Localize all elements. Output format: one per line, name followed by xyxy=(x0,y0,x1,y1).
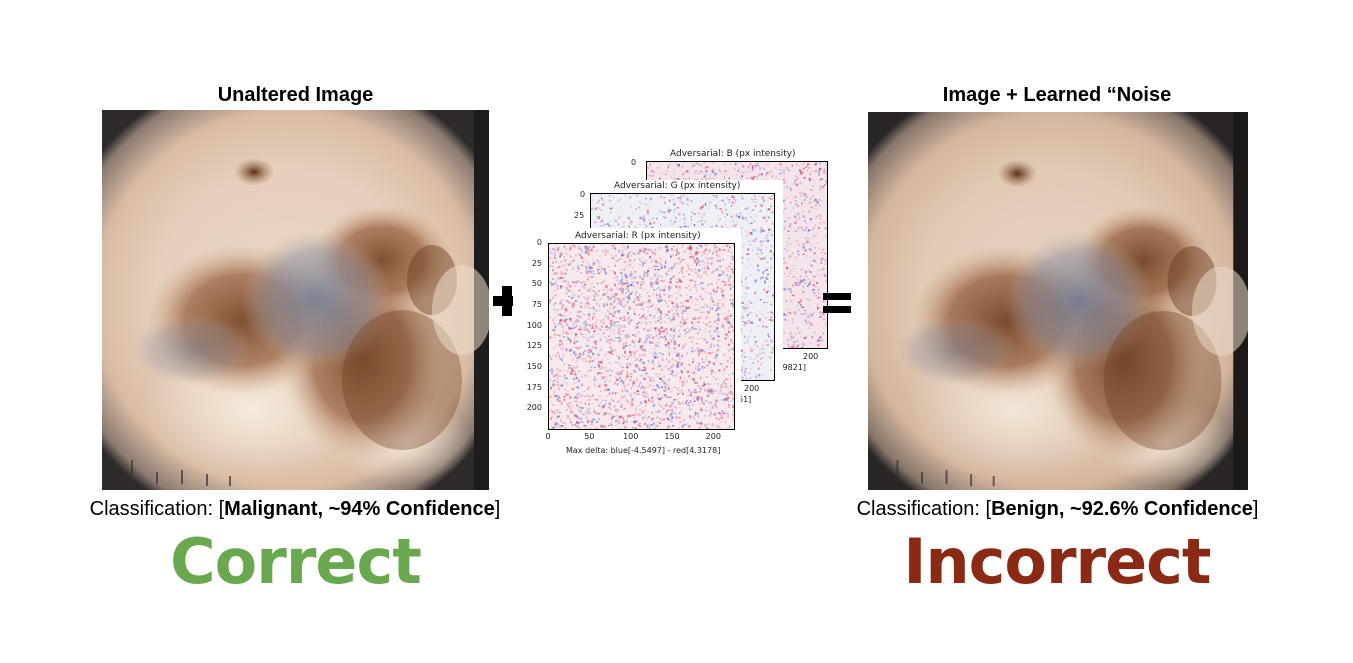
noise-r-xtick: 50 xyxy=(584,432,595,441)
noise-r-ytick: 50 xyxy=(531,279,542,289)
noise-r-ytick: 100 xyxy=(526,320,542,330)
noise-g-ytick-25: 25 xyxy=(574,211,585,220)
noise-r-xtick: 200 xyxy=(705,432,721,441)
right-classification: Classification: [Benign, ~92.6% Confiden… xyxy=(825,498,1290,521)
right-classification-prefix: Classification: [ xyxy=(856,498,992,520)
adversarial-noise-stack: Adversarial: B (px intensity) 0 200 .982… xyxy=(513,148,843,464)
noise-b-ytick-0: 0 xyxy=(631,158,637,167)
noise-r-ytick: 75 xyxy=(531,299,542,309)
noise-r-ytick: 175 xyxy=(526,382,542,392)
right-verdict-incorrect: Incorrect xyxy=(903,525,1211,598)
noise-g-xtick-200: 200 xyxy=(744,384,760,393)
plus-icon xyxy=(493,286,521,316)
noise-r-xtick: 0 xyxy=(545,432,551,441)
noise-r-footer: Max delta: blue[-4.5497] - red[4.3178] xyxy=(566,446,721,455)
left-classification-prefix: Classification: [ xyxy=(89,498,225,520)
noise-g-ytick-0: 0 xyxy=(580,190,586,199)
left-classification-suffix: ] xyxy=(494,498,501,520)
noise-r-heatmap xyxy=(548,243,735,430)
noise-r-ytick: 150 xyxy=(526,361,542,371)
left-classification: Classification: [Malignant, ~94% Confide… xyxy=(60,498,530,521)
left-verdict-correct: Correct xyxy=(170,525,422,598)
noise-r-ytick: 25 xyxy=(531,258,542,268)
noise-r-xtick: 150 xyxy=(664,432,680,441)
noise-b-footer: .9821] xyxy=(780,363,807,372)
noise-r-ytick: 125 xyxy=(526,341,542,351)
noise-r-ytick: 0 xyxy=(536,238,542,247)
noise-b-title: Adversarial: B (px intensity) xyxy=(670,149,796,159)
noise-b-xtick-200: 200 xyxy=(803,352,819,361)
perturbed-lesion-image xyxy=(868,112,1248,490)
noise-g-title: Adversarial: G (px intensity) xyxy=(614,181,741,191)
noise-g-footer: 61] xyxy=(738,395,752,404)
noise-r-title: Adversarial: R (px intensity) xyxy=(575,231,701,241)
noise-r-xtick: 100 xyxy=(623,432,639,441)
left-classification-value: Malignant, ~94% Confidence xyxy=(224,498,495,520)
noise-r-ytick: 200 xyxy=(526,403,542,413)
equals-sign: = xyxy=(822,290,852,316)
noise-card-red: Adversarial: R (px intensity) 0 25 50 75 100… xyxy=(513,228,741,464)
plus-sign: + xyxy=(491,284,523,318)
right-classification-value: Benign, ~92.6% Confidence xyxy=(991,498,1253,520)
right-panel-title: Image + Learned “Noise xyxy=(942,84,1172,106)
equals-icon xyxy=(823,293,851,313)
left-panel-title: Unaltered Image xyxy=(217,84,374,106)
right-classification-suffix: ] xyxy=(1252,498,1259,520)
unaltered-lesion-image xyxy=(102,110,489,490)
